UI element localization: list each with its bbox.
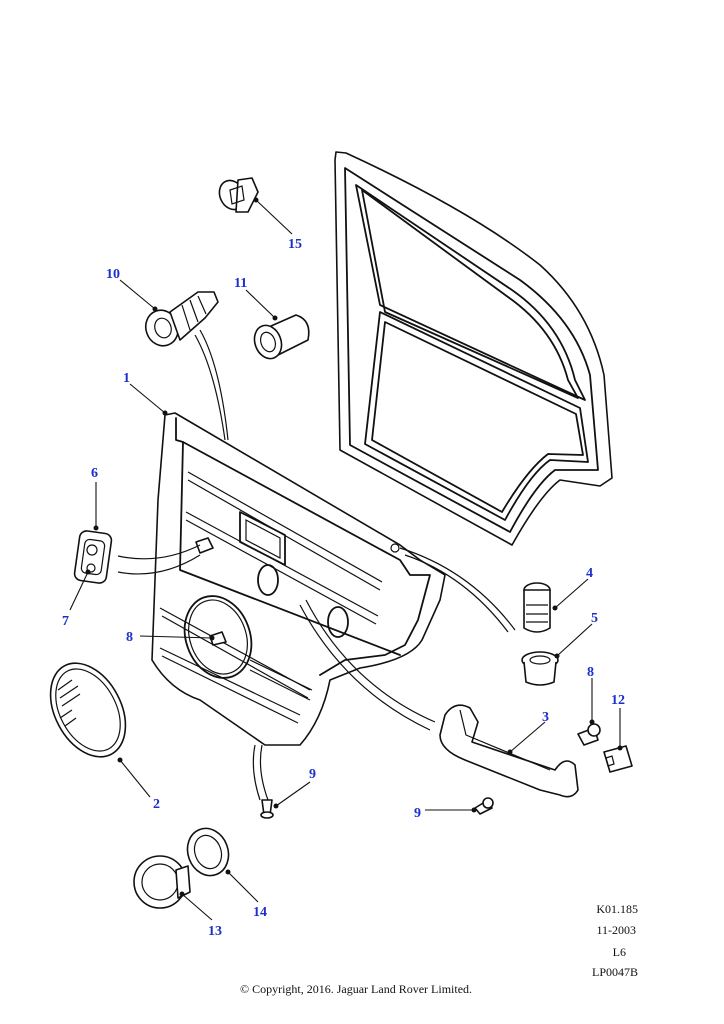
connector-12 <box>603 745 633 773</box>
screw-9-right <box>474 797 494 815</box>
callout-9-right: 9 <box>414 806 421 821</box>
callout-7: 7 <box>62 614 69 629</box>
knob-13 <box>133 855 191 909</box>
copyright-notice: © Copyright, 2016. Jaguar Land Rover Lim… <box>239 982 473 996</box>
callout-8-panel: 8 <box>126 630 133 645</box>
door-glass-frame <box>334 151 613 546</box>
screw-8-panel <box>209 631 227 646</box>
callout-8-right: 8 <box>587 665 594 680</box>
grab-handle <box>439 704 579 798</box>
callout-14: 14 <box>253 905 267 920</box>
cables <box>117 329 516 801</box>
callout-6: 6 <box>91 466 98 481</box>
switch-bezel <box>73 530 113 584</box>
grommet-5 <box>521 651 559 686</box>
door-trim-panel <box>151 412 446 746</box>
screw-8-right <box>577 723 601 746</box>
callout-15: 15 <box>288 237 302 252</box>
callout-3: 3 <box>542 710 549 725</box>
speaker-grille <box>49 662 127 758</box>
reference-plate: LP0047B <box>591 965 638 979</box>
callout-4: 4 <box>586 566 593 581</box>
sleeve-11 <box>253 314 310 360</box>
callout-labels: 1 2 3 4 5 6 7 8 8 9 9 10 11 12 13 14 15 <box>62 237 625 939</box>
callout-11: 11 <box>234 276 247 291</box>
callout-10: 10 <box>106 267 120 282</box>
callout-1: 1 <box>123 371 130 386</box>
ring-14 <box>186 827 230 877</box>
bellows-10 <box>144 291 219 347</box>
callout-12: 12 <box>611 693 625 708</box>
leader-lines <box>69 197 623 921</box>
callout-9-bottom: 9 <box>309 767 316 782</box>
reference-date: 11-2003 <box>596 923 636 937</box>
reference-code: K01.185 <box>596 902 638 916</box>
screw-9-bottom <box>260 799 274 819</box>
callout-2: 2 <box>153 797 160 812</box>
clip-15 <box>218 177 259 213</box>
callout-5: 5 <box>591 611 598 626</box>
callout-13: 13 <box>208 924 222 939</box>
reference-level: L6 <box>612 945 626 959</box>
clip-4 <box>523 582 551 633</box>
